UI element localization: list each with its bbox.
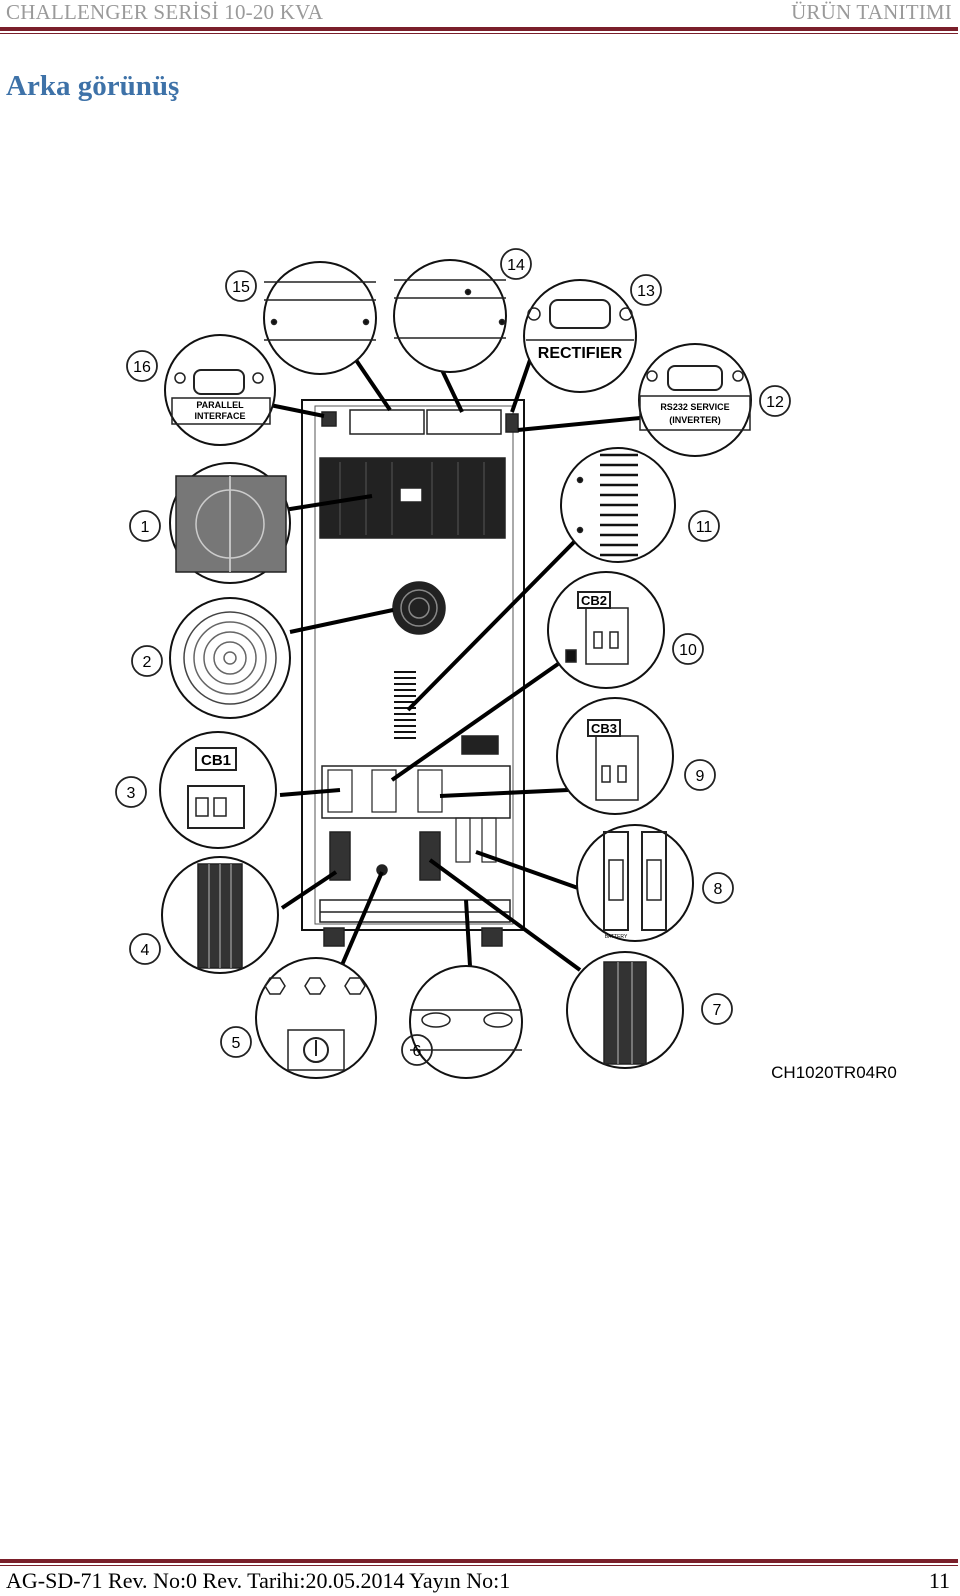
detail-16: PARALLEL INTERFACE [164,334,276,446]
cb2-label: CB2 [581,593,607,608]
callout-1: 1 [141,519,150,536]
footer-rule-thin [0,1565,958,1566]
header-document-series: CHALLENGER SERİSİ 10-20 KVA [6,0,324,24]
callout-4: 4 [141,942,150,959]
parallel-label-line1: PARALLEL [196,400,244,410]
page-number: 11 [928,1568,950,1593]
detail-5 [255,957,377,1079]
callout-13: 13 [637,283,655,300]
callout-6: 6 [413,1043,422,1060]
ups-cabinet [301,399,525,947]
detail-8: BATTERY [576,824,694,942]
rectifier-label: RECTIFIER [538,345,623,362]
callout-15: 15 [232,279,250,296]
header-rule [0,27,958,31]
rear-view-figure: RECTIFIER PARALLEL INTERFACE RS232 SERVI… [110,240,920,1110]
cb3-label: CB3 [591,721,617,736]
callout-2: 2 [143,654,152,671]
callout-12: 12 [766,394,784,411]
callout-14: 14 [507,257,525,274]
header-rule-thin [0,33,958,34]
leader-lines [269,358,641,972]
battery-label: BATTERY [605,934,628,940]
rs232-label-line2: (INVERTER) [669,415,721,425]
detail-12: RS232 SERVICE (INVERTER) [638,343,752,457]
footer-rule [0,1559,958,1563]
callout-3: 3 [127,785,136,802]
detail-9: CB3 [556,697,674,815]
rs232-label-line1: RS232 SERVICE [660,402,729,412]
detail-10: CB2 [547,571,665,689]
callout-9: 9 [696,768,705,785]
detail-14 [393,259,507,373]
detail-3: CB1 [159,731,277,849]
callout-11: 11 [696,519,713,536]
detail-2 [169,597,291,719]
section-title: Arka görünüş [6,70,180,102]
callout-7: 7 [713,1002,722,1019]
detail-6 [409,965,523,1079]
detail-11 [560,447,676,563]
figure-code: CH1020TR04R0 [771,1063,897,1082]
detail-1 [169,462,291,584]
footer-document-info: AG-SD-71 Rev. No:0 Rev. Tarihi:20.05.201… [6,1568,511,1593]
callout-8: 8 [714,881,723,898]
detail-13: RECTIFIER [523,279,637,393]
detail-15 [263,261,377,375]
detail-7 [566,951,684,1069]
parallel-label-line2: INTERFACE [194,411,245,421]
callout-16: 16 [133,359,151,376]
rear-view-diagram: RECTIFIER PARALLEL INTERFACE RS232 SERVI… [115,248,897,1082]
page-header: CHALLENGER SERİSİ 10-20 KVA ÜRÜN TANITIM… [0,0,960,36]
callout-markers: 15 14 13 16 12 1 11 2 10 3 9 4 8 [115,248,791,1066]
callout-10: 10 [679,642,697,659]
callout-5: 5 [232,1035,241,1052]
detail-4 [161,856,279,974]
cb1-label: CB1 [201,752,231,769]
header-section-title: ÜRÜN TANITIMI [791,0,952,24]
